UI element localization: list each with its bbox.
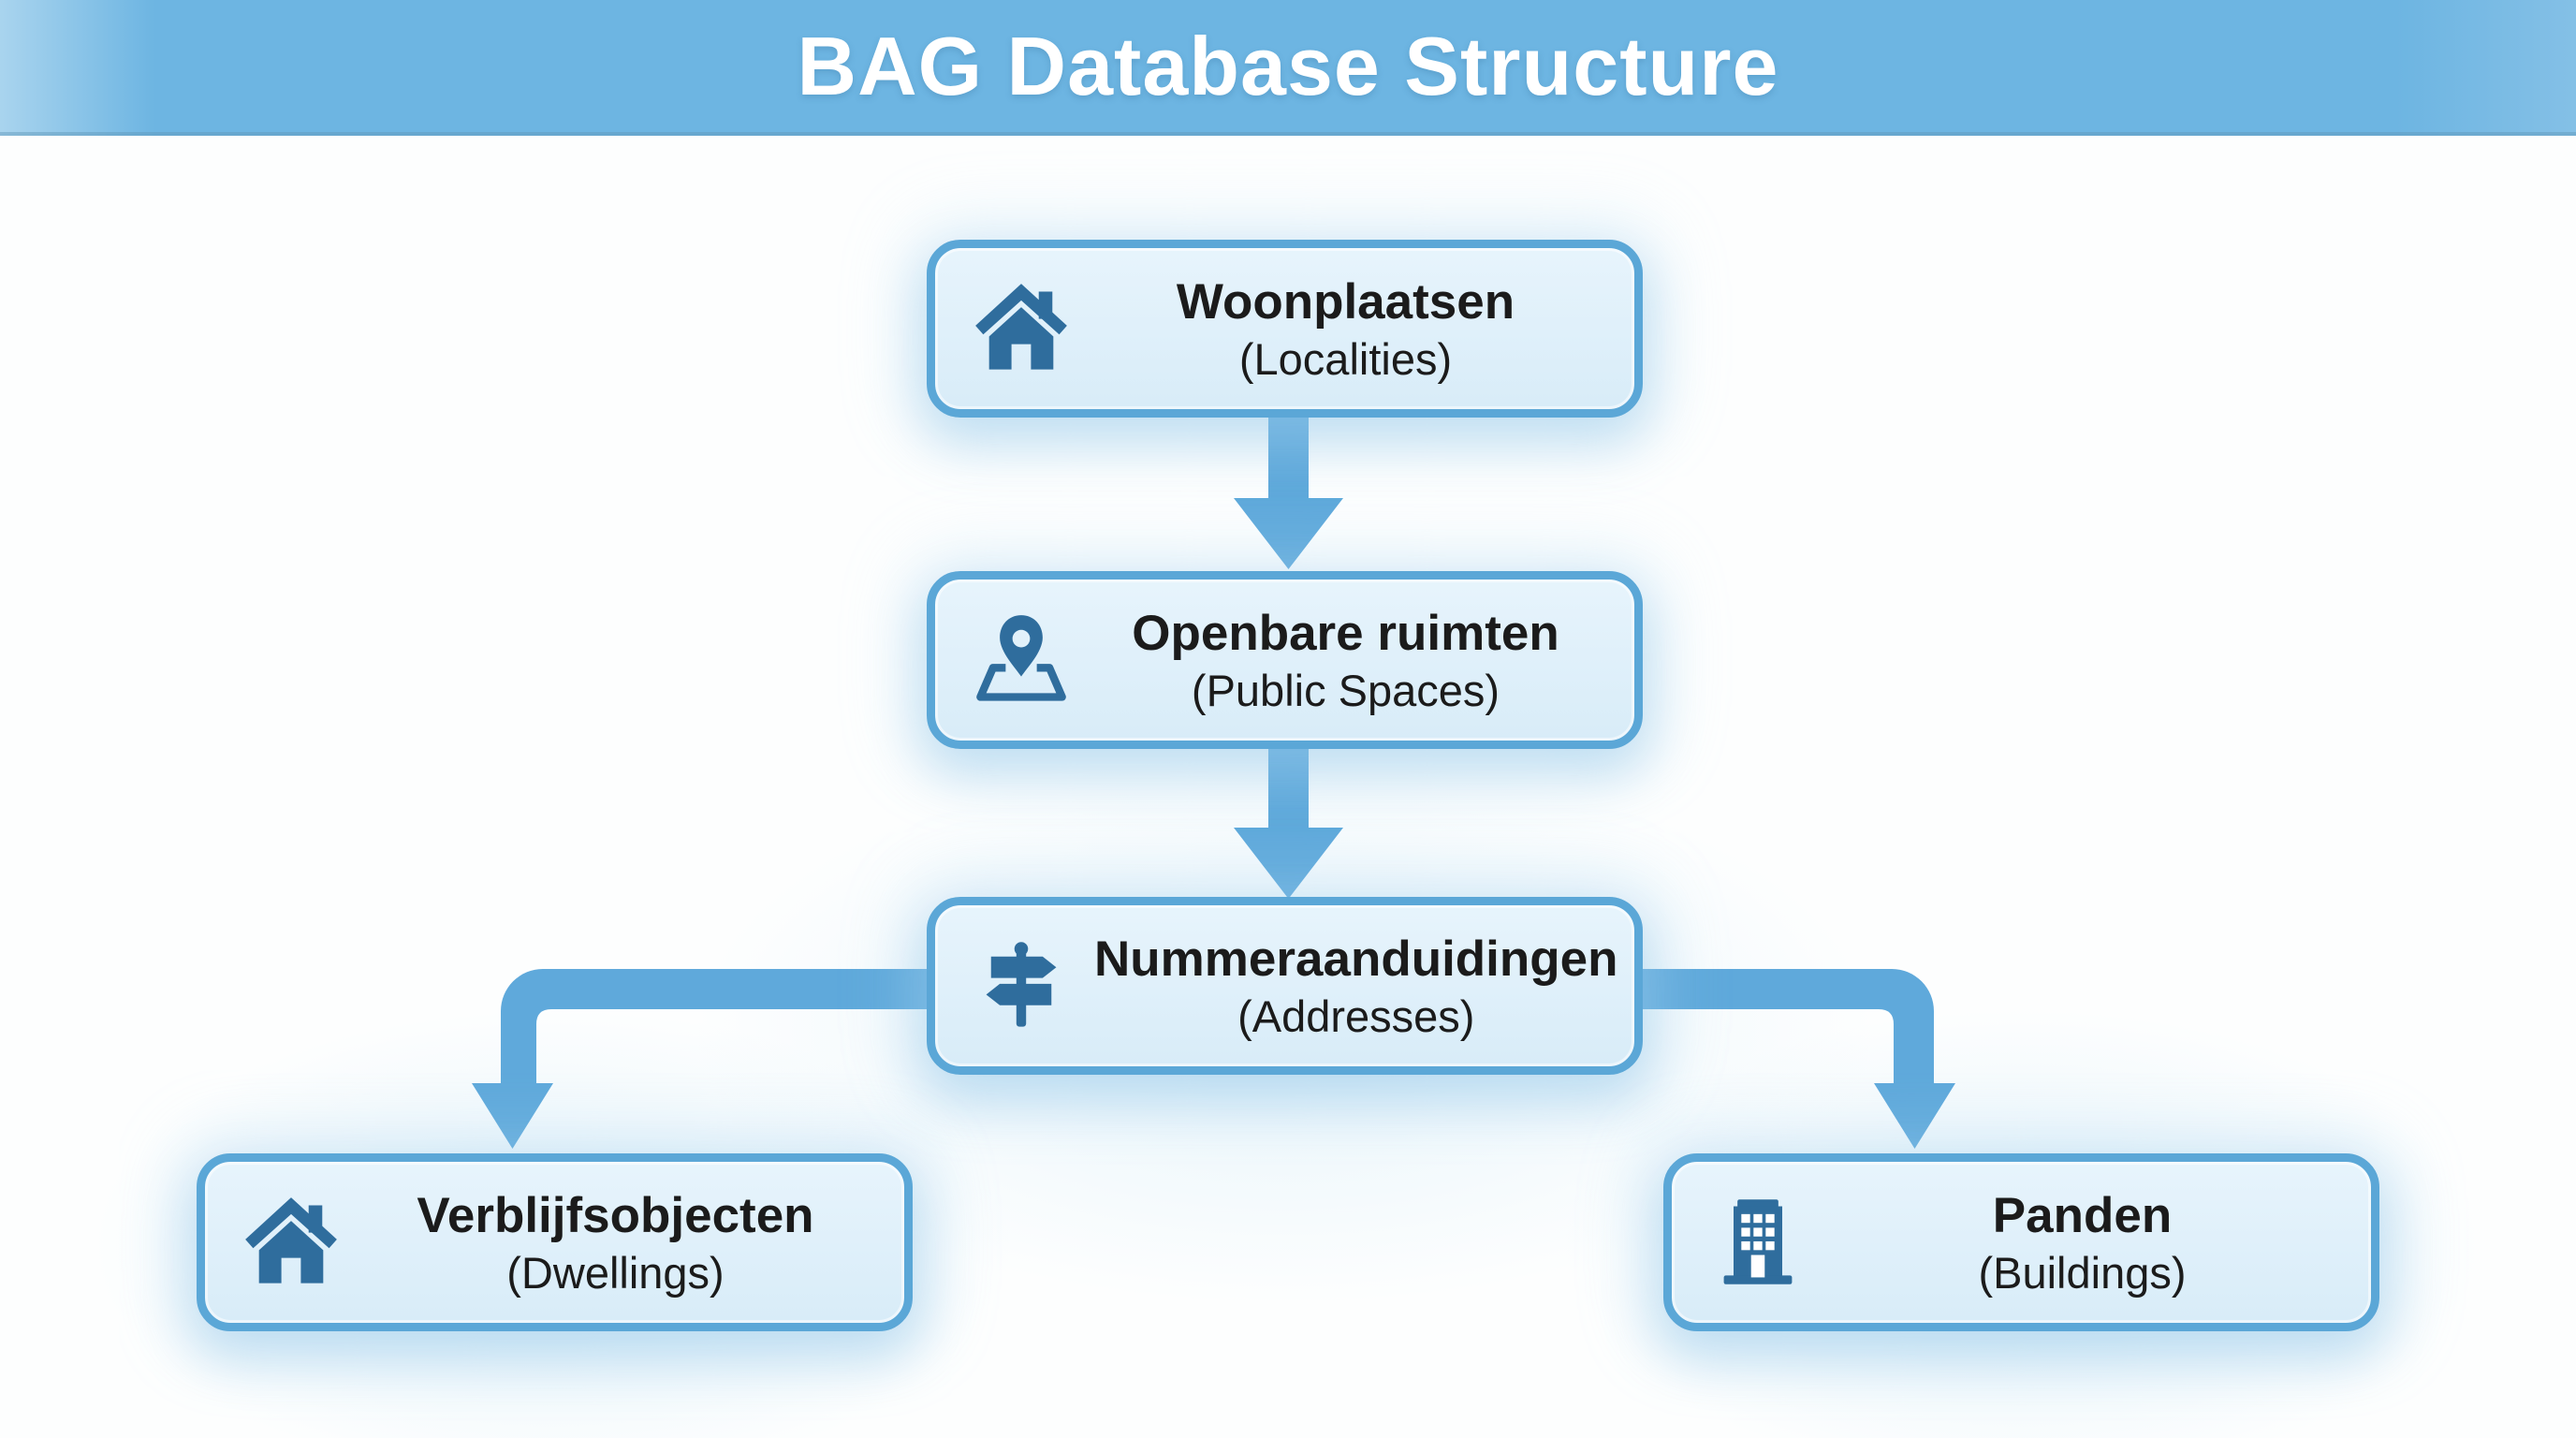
node-sublabel: (Localities) — [1238, 333, 1453, 384]
building-icon — [1709, 1194, 1807, 1291]
node-sublabel: (Public Spaces) — [1191, 665, 1500, 715]
house-icon — [242, 1194, 340, 1291]
node-label: Woonplaatsen — [1176, 273, 1515, 330]
edge-addresses-to-dwellings-arrow — [472, 969, 936, 1149]
node-nummeraanduidingen: Nummeraanduidingen (Addresses) — [927, 897, 1643, 1075]
house-icon — [973, 280, 1070, 377]
node-label: Verblijfsobjecten — [417, 1187, 814, 1243]
node-verblijfsobjecten: Verblijfsobjecten (Dwellings) — [197, 1153, 913, 1331]
node-woonplaatsen: Woonplaatsen (Localities) — [927, 240, 1643, 418]
node-sublabel: (Buildings) — [1978, 1247, 2187, 1298]
node-labels: Openbare ruimten (Public Spaces) — [1094, 604, 1597, 716]
node-labels: Nummeraanduidingen (Addresses) — [1094, 930, 1618, 1042]
node-panden: Panden (Buildings) — [1663, 1153, 2379, 1331]
map-pin-icon — [973, 611, 1070, 709]
node-openbare-ruimten: Openbare ruimten (Public Spaces) — [927, 571, 1643, 749]
signpost-icon — [973, 937, 1070, 1034]
edge-addresses-to-buildings-arrow — [1633, 969, 1955, 1149]
node-sublabel: (Addresses) — [1237, 990, 1475, 1041]
node-labels: Woonplaatsen (Localities) — [1094, 272, 1597, 385]
node-labels: Panden (Buildings) — [1831, 1186, 2334, 1299]
edge-public-spaces-to-addresses-arrow — [1234, 745, 1343, 899]
node-labels: Verblijfsobjecten (Dwellings) — [364, 1186, 867, 1299]
node-label: Openbare ruimten — [1132, 605, 1559, 661]
node-label: Nummeraanduidingen — [1094, 931, 1618, 987]
header-band: BAG Database Structure — [0, 0, 2576, 136]
node-label: Panden — [1992, 1187, 2173, 1243]
edge-localities-to-public-spaces-arrow — [1234, 412, 1343, 569]
node-sublabel: (Dwellings) — [506, 1247, 724, 1298]
page-title: BAG Database Structure — [797, 19, 1779, 112]
